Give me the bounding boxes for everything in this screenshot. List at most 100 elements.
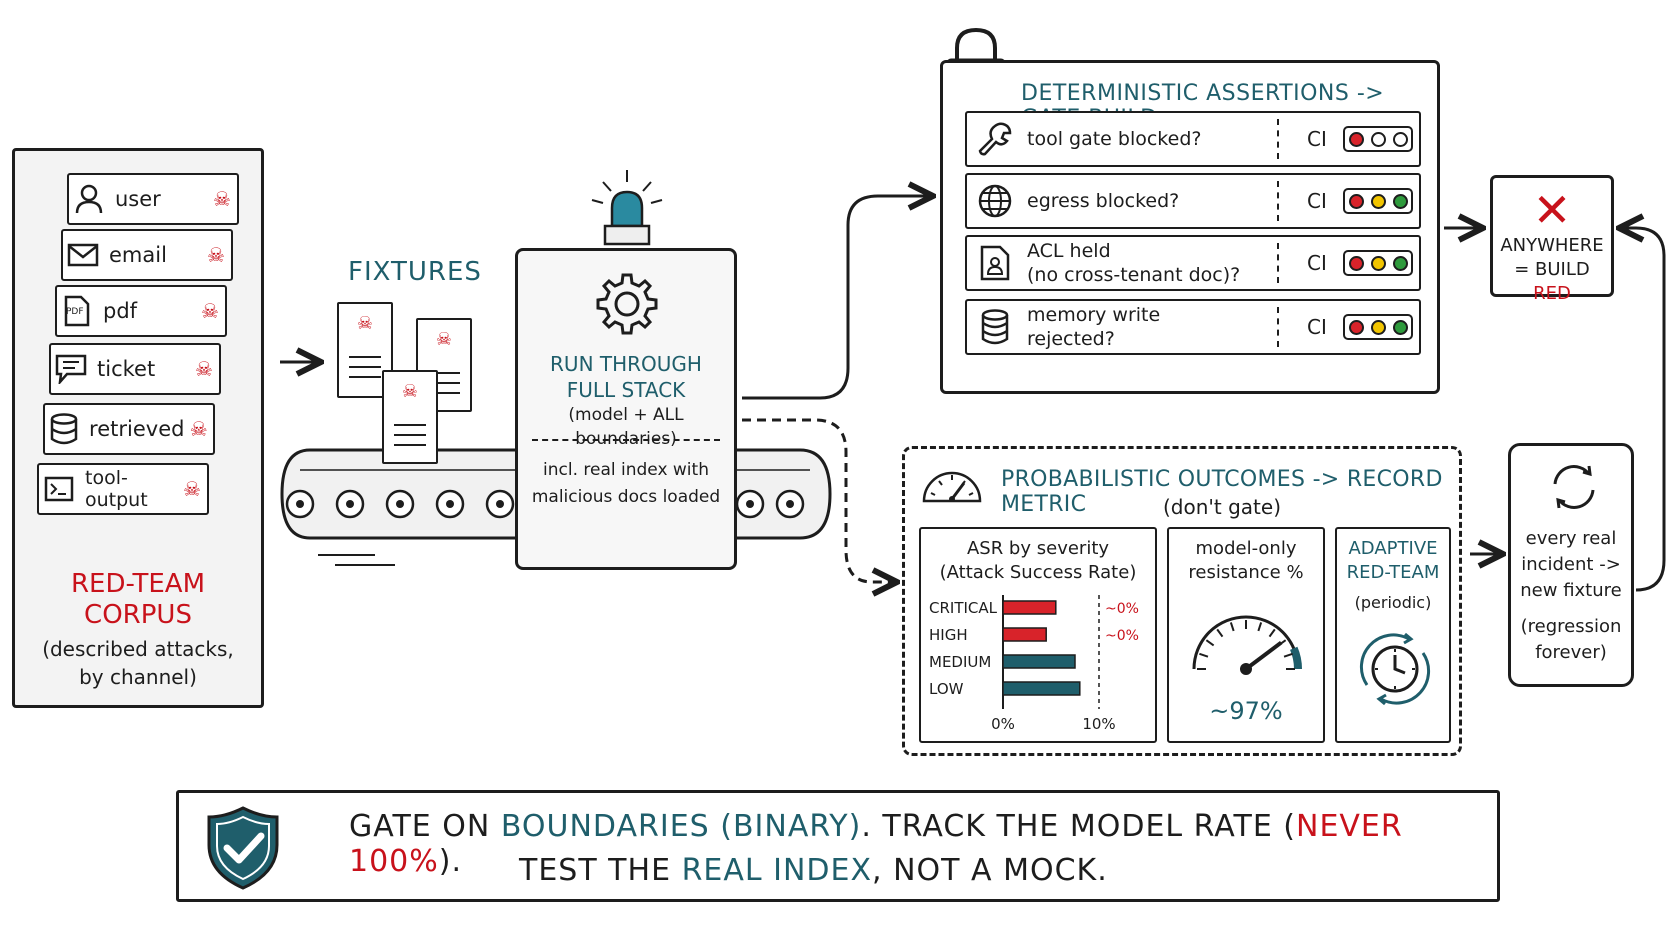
banner-line-2: TEST THE REAL INDEX, NOT A MOCK. xyxy=(519,853,1108,888)
incident-line1: every real xyxy=(1525,528,1617,549)
status-lights xyxy=(1343,314,1413,340)
bar-annotation: ~0% xyxy=(1105,628,1139,644)
asr-title-line1: ASR by severity xyxy=(966,538,1110,559)
row-separator xyxy=(1277,243,1279,283)
red-team-corpus-box: user ☠ email ☠ PDF pdf ☠ ticket ☠ xyxy=(12,148,264,708)
asr-title-line2: (Attack Success Rate) xyxy=(939,562,1137,583)
incident-fixture-box: every real incident -> new fixture (regr… xyxy=(1508,443,1634,687)
bar-category-label: LOW xyxy=(929,680,964,698)
corpus-subtitle-line1: (described attacks, xyxy=(42,637,234,661)
skull-icon: ☠ xyxy=(189,417,208,441)
ci-label: CI xyxy=(1307,315,1327,339)
channel-card-retrieved: retrieved ☠ xyxy=(43,403,215,455)
assertion-text-line2: (no cross-tenant doc)? xyxy=(1027,264,1241,286)
status-light xyxy=(1348,319,1364,335)
deterministic-assertions-panel: DETERMINISTIC ASSERTIONS -> GATE BUILD t… xyxy=(940,60,1440,394)
status-light xyxy=(1370,255,1386,271)
ticket-icon xyxy=(51,354,91,384)
channel-label: user xyxy=(115,187,161,211)
gauge-needle xyxy=(1244,640,1283,671)
assertion-text-line1: memory write xyxy=(1027,304,1161,326)
incident-line4: (regression xyxy=(1520,616,1622,637)
bar xyxy=(1002,681,1081,696)
status-light xyxy=(1392,131,1408,147)
assertion-text-line2: rejected? xyxy=(1027,328,1115,350)
probabilistic-title: PROBABILISTIC OUTCOMES -> RECORD METRIC xyxy=(1001,467,1443,517)
roller-hub xyxy=(446,500,454,508)
assertion-text: egress blocked? xyxy=(1027,190,1180,212)
skull-icon: ☠ xyxy=(207,243,225,267)
channel-label: tool-output xyxy=(85,467,148,511)
gauge-hub xyxy=(1240,663,1252,675)
row-separator xyxy=(1277,307,1279,347)
channel-card-ticket: ticket ☠ xyxy=(49,343,221,395)
skull-icon: ☠ xyxy=(213,187,231,211)
bar xyxy=(1002,627,1047,642)
incident-line3: new fixture xyxy=(1520,580,1622,601)
machine-divider xyxy=(532,439,720,441)
terminal-icon xyxy=(39,476,79,502)
channel-label: retrieved xyxy=(89,417,185,441)
roller-hub xyxy=(346,500,354,508)
status-light xyxy=(1348,255,1364,271)
skull-icon: ☠ xyxy=(195,357,213,381)
full-stack-runner-machine: RUN THROUGH FULL STACK (model + ALL boun… xyxy=(515,248,737,570)
roller-hub xyxy=(786,500,794,508)
machine-label: RUN THROUGH FULL STACK (model + ALL boun… xyxy=(518,351,734,451)
bar-category-label: HIGH xyxy=(929,626,968,644)
bar-category-label: CRITICAL xyxy=(929,599,998,617)
assertion-row-acl: ACL held (no cross-tenant doc)? CI xyxy=(965,235,1421,291)
build-red-highlight: RED xyxy=(1533,283,1571,304)
fail-x-icon: ✕ xyxy=(1532,183,1572,237)
assertion-text: ACL held (no cross-tenant doc)? xyxy=(1027,237,1240,289)
fixture-document: ☠ xyxy=(337,302,393,398)
assertion-text: memory write rejected? xyxy=(1027,301,1160,353)
adaptive-title-line1: ADAPTIVE xyxy=(1348,538,1438,559)
user-icon xyxy=(69,184,109,214)
assertion-text-line1: ACL held xyxy=(1027,240,1111,262)
machine-title: RUN THROUGH FULL STACK xyxy=(518,351,734,403)
status-light xyxy=(1348,131,1364,147)
roller-hub xyxy=(396,500,404,508)
status-lights xyxy=(1343,126,1413,152)
assertion-text: tool gate blocked? xyxy=(1027,128,1202,150)
anywhere-text: ANYWHERE xyxy=(1500,235,1604,256)
wrench-icon xyxy=(975,121,1015,157)
resistance-title-line2: resistance % xyxy=(1188,562,1304,583)
ci-label: CI xyxy=(1307,189,1327,213)
build-red-text: = BUILD RED xyxy=(1493,258,1611,306)
banner-line-1: GATE ON BOUNDARIES (BINARY). TRACK THE M… xyxy=(349,809,1497,879)
machine-subtitle: (model + ALL boundaries) xyxy=(568,405,684,449)
corpus-subtitle-line2: by channel) xyxy=(79,665,197,689)
incident-line5: forever) xyxy=(1535,642,1607,663)
gauge-tick xyxy=(1216,628,1224,638)
machine-title-line1: RUN THROUGH xyxy=(550,352,702,376)
skull-icon: ☠ xyxy=(201,299,219,323)
gauge-arc xyxy=(1192,615,1300,670)
probabilistic-subtitle: (don't gate) xyxy=(1162,495,1281,519)
gauge-tick xyxy=(1205,639,1215,647)
channel-card-user: user ☠ xyxy=(67,173,239,225)
assertion-row-egress: egress blocked? CI xyxy=(965,173,1421,229)
corpus-title: RED-TEAM CORPUS xyxy=(15,569,261,631)
ci-label: CI xyxy=(1307,251,1327,275)
gauge-tick xyxy=(1283,652,1293,658)
bar-category-label: MEDIUM xyxy=(929,653,991,671)
status-light xyxy=(1370,319,1386,335)
status-light xyxy=(1392,255,1408,271)
machine-note-line1: incl. real index with xyxy=(543,460,709,480)
status-light xyxy=(1370,131,1386,147)
roller-hub xyxy=(296,500,304,508)
gauge-tick xyxy=(1268,628,1276,638)
skull-icon: ☠ xyxy=(356,313,374,334)
pdf-icon: PDF xyxy=(57,295,97,327)
bar xyxy=(1002,600,1057,615)
corpus-title-line1: RED-TEAM xyxy=(70,569,206,599)
incident-text: every real incident -> new fixture xyxy=(1511,526,1631,604)
clock-icon xyxy=(1355,629,1435,713)
shield-check-icon xyxy=(205,805,281,895)
gear-icon xyxy=(594,271,660,341)
bar xyxy=(1002,654,1076,669)
roller-hub xyxy=(746,500,754,508)
